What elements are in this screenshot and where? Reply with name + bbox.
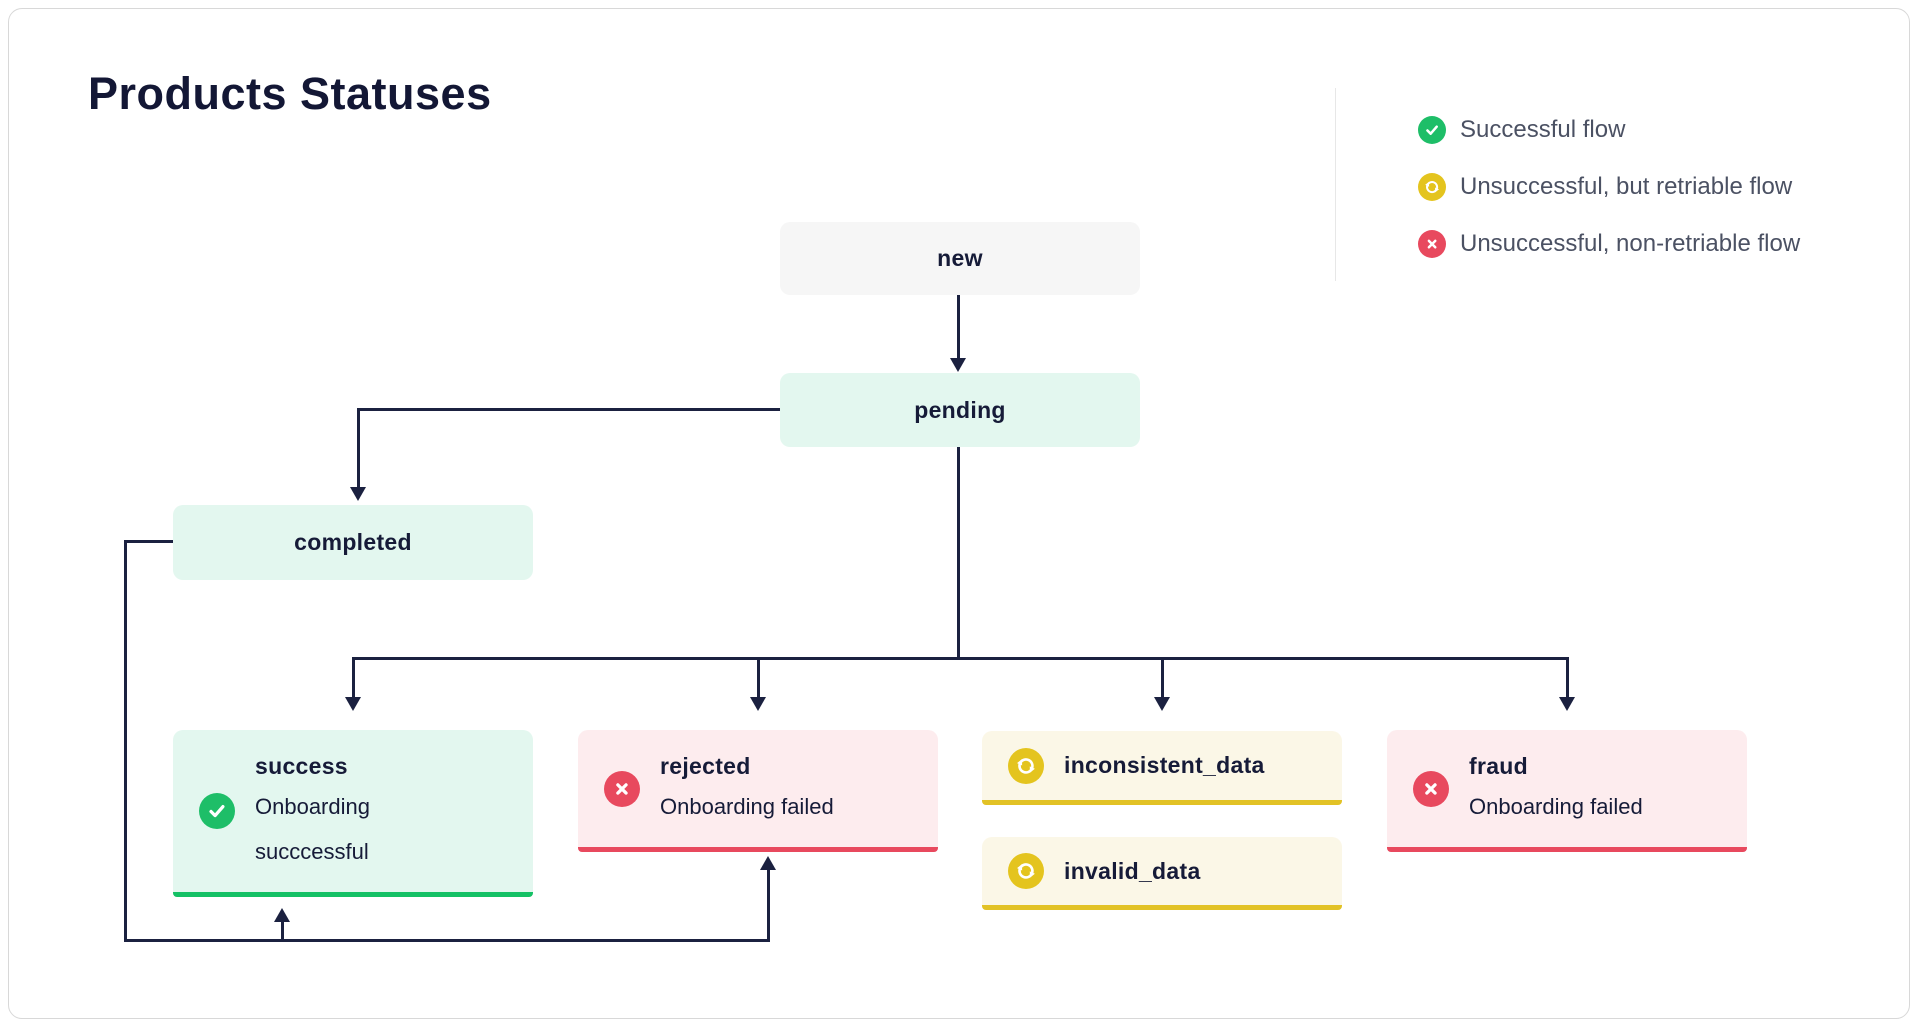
legend-item-successful: Successful flow <box>1418 115 1800 145</box>
node-text: fraud Onboarding failed <box>1469 748 1643 830</box>
node-label: fraud <box>1469 752 1528 779</box>
legend-item-label: Unsuccessful, but retriable flow <box>1460 173 1793 200</box>
node-fraud: fraud Onboarding failed <box>1387 730 1747 852</box>
legend-divider <box>1335 88 1336 281</box>
node-text: rejected Onboarding failed <box>660 748 834 830</box>
arrowhead-pending-completed <box>350 487 366 501</box>
node-rejected: rejected Onboarding failed <box>578 730 938 852</box>
arrowhead-fanout-fraud <box>1559 697 1575 711</box>
node-success: success Onboarding succcessful <box>173 730 533 897</box>
node-label: new <box>937 245 983 271</box>
retry-circle-icon <box>1418 173 1446 201</box>
page-title: Products Statuses <box>88 68 492 119</box>
node-completed: completed <box>173 505 533 580</box>
cross-circle-icon <box>1413 770 1449 807</box>
node-new: new <box>780 222 1140 295</box>
arrowhead-fanout-inconsistent-data <box>1154 697 1170 711</box>
node-label: success <box>255 752 348 779</box>
legend: Successful flow Unsuccessful, but retria… <box>1418 115 1800 259</box>
node-label: rejected <box>660 752 751 779</box>
connector-loop-rejected <box>767 869 770 942</box>
node-label: pending <box>914 396 1006 423</box>
node-invalid-data: invalid_data <box>982 837 1342 910</box>
connector-completed-loop-stub <box>125 540 173 543</box>
arrowhead-loop-rejected <box>760 856 776 870</box>
node-description: Onboarding failed <box>1469 794 1643 820</box>
connector-new-pending <box>957 295 960 358</box>
connector-loop-left-v <box>124 540 127 942</box>
legend-item-retriable: Unsuccessful, but retriable flow <box>1418 172 1800 202</box>
connector-fanout-rejected <box>757 657 760 697</box>
node-text: success Onboarding succcessful <box>255 748 420 875</box>
node-description: Onboarding failed <box>660 794 834 820</box>
cross-circle-icon <box>1418 230 1446 258</box>
node-label: invalid_data <box>1064 857 1201 884</box>
node-pending: pending <box>780 373 1140 447</box>
connector-fanout-h <box>352 657 1569 660</box>
node-label: completed <box>294 529 412 555</box>
arrowhead-loop-success <box>274 908 290 922</box>
connector-loop-bottom-h <box>124 939 770 942</box>
legend-item-label: Unsuccessful, non-retriable flow <box>1460 230 1801 257</box>
connector-pending-completed-v <box>357 408 360 487</box>
arrowhead-fanout-success <box>345 697 361 711</box>
connector-pending-completed-h <box>357 408 780 411</box>
check-circle-icon <box>1418 116 1446 144</box>
connector-fanout-inconsistent-data <box>1161 657 1164 697</box>
arrowhead-new-pending <box>950 358 966 372</box>
legend-item-label: Successful flow <box>1460 116 1626 143</box>
retry-circle-icon <box>1008 747 1044 784</box>
connector-fanout-fraud <box>1566 657 1569 697</box>
node-label: inconsistent_data <box>1064 752 1265 779</box>
cross-circle-icon <box>604 770 640 807</box>
check-circle-icon <box>199 793 235 829</box>
connector-fanout-success <box>352 657 355 697</box>
node-description: Onboarding succcessful <box>255 794 370 865</box>
node-inconsistent-data: inconsistent_data <box>982 731 1342 805</box>
legend-item-non-retriable: Unsuccessful, non-retriable flow <box>1418 229 1800 259</box>
connector-pending-fanout-v <box>957 447 960 659</box>
connector-loop-success <box>281 921 284 942</box>
retry-circle-icon <box>1008 853 1044 889</box>
arrowhead-fanout-rejected <box>750 697 766 711</box>
